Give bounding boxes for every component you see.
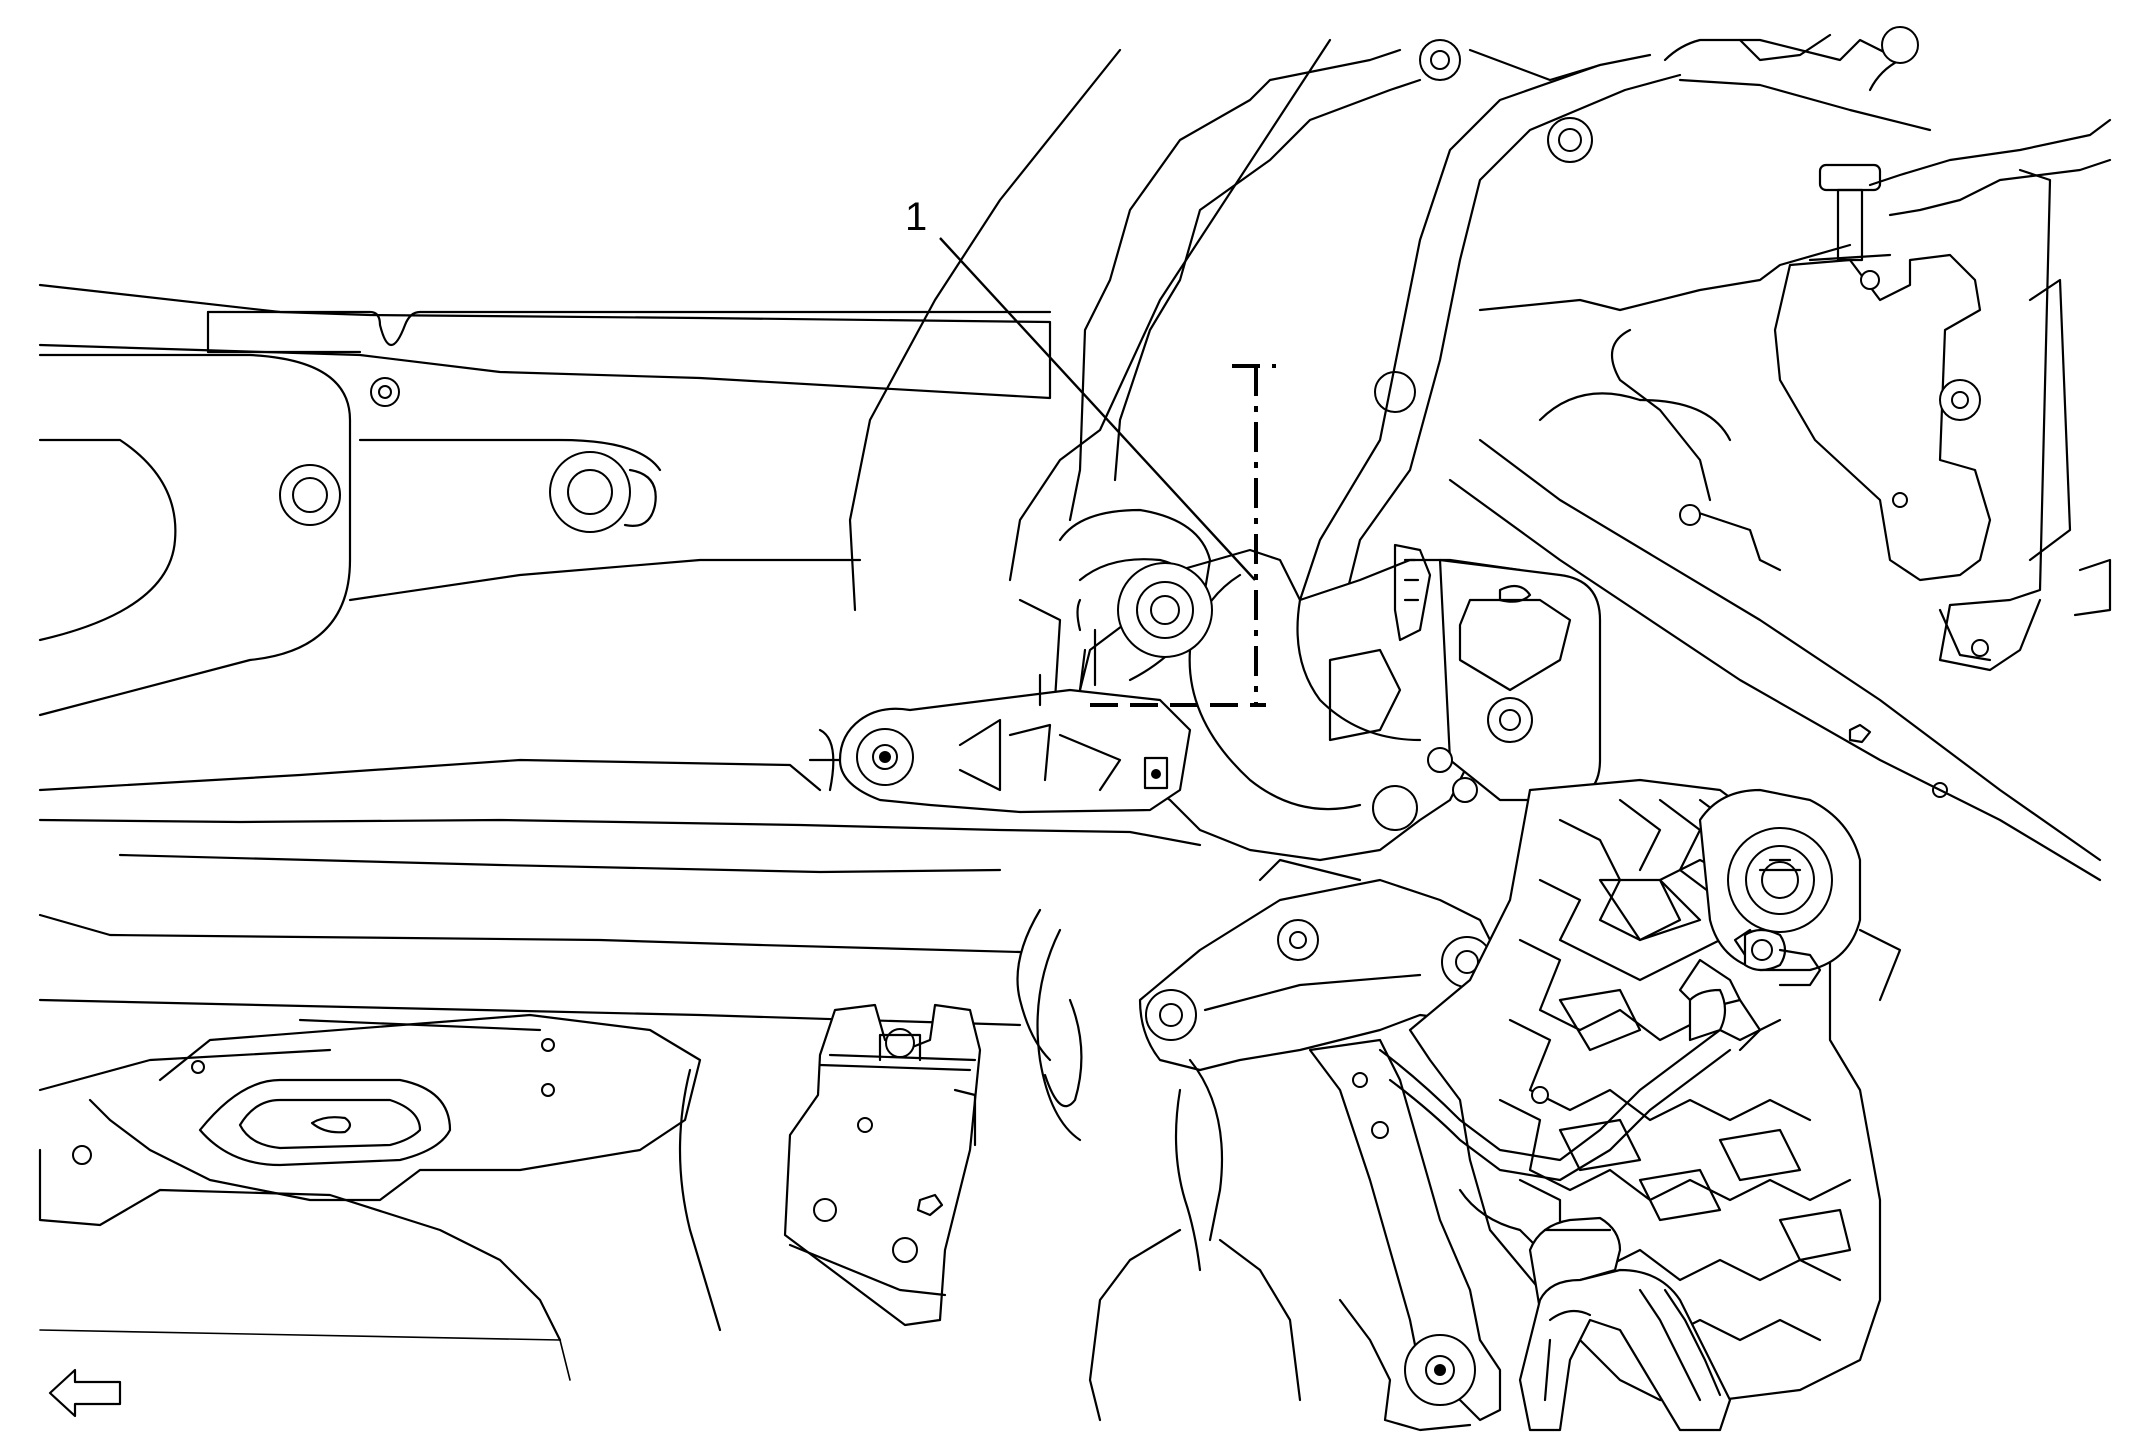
lower-left-bracket: [38, 1013, 722, 1342]
position-reference-lines: [1090, 364, 1276, 707]
left-body-panel: [38, 283, 1202, 1381]
sensor-harness: [1378, 958, 1762, 1432]
pedal-arm-upper: [808, 628, 1192, 814]
callout-1-label: 1: [905, 195, 927, 239]
pedal-lever: [1016, 908, 1502, 1432]
small-mounting-bracket: [783, 1003, 982, 1327]
callout-1-leader: [939, 237, 1256, 581]
right-side-panel: [1448, 118, 2112, 882]
upper-right-bolt-bracket: [1733, 928, 1822, 987]
central-strut: [848, 38, 1593, 612]
left-arrow-icon: [48, 1368, 122, 1418]
pedal-pivot-bushing: [1698, 788, 1902, 1002]
pivot-shaft: [1018, 508, 1213, 702]
callout-1: 1: [905, 195, 1256, 581]
